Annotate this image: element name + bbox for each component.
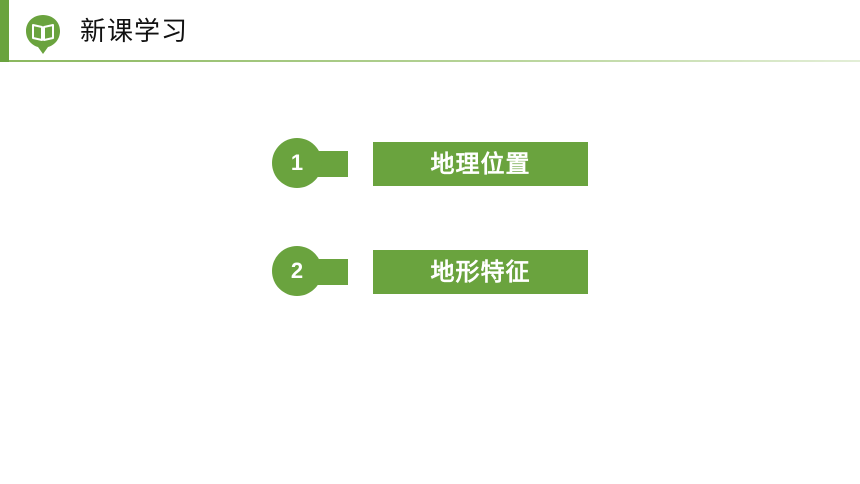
- menu-item-1[interactable]: 1 地理位置: [272, 138, 592, 190]
- header-accent-bar: [0, 0, 9, 62]
- page-title: 新课学习: [80, 17, 189, 47]
- item-label: 地形特征: [373, 250, 588, 294]
- header-divider: [9, 60, 860, 62]
- item-number-badge: 2: [272, 246, 322, 296]
- menu-item-2[interactable]: 2 地形特征: [272, 246, 592, 298]
- item-label: 地理位置: [373, 142, 588, 186]
- item-number-badge: 1: [272, 138, 322, 188]
- book-bubble-icon: [24, 13, 62, 55]
